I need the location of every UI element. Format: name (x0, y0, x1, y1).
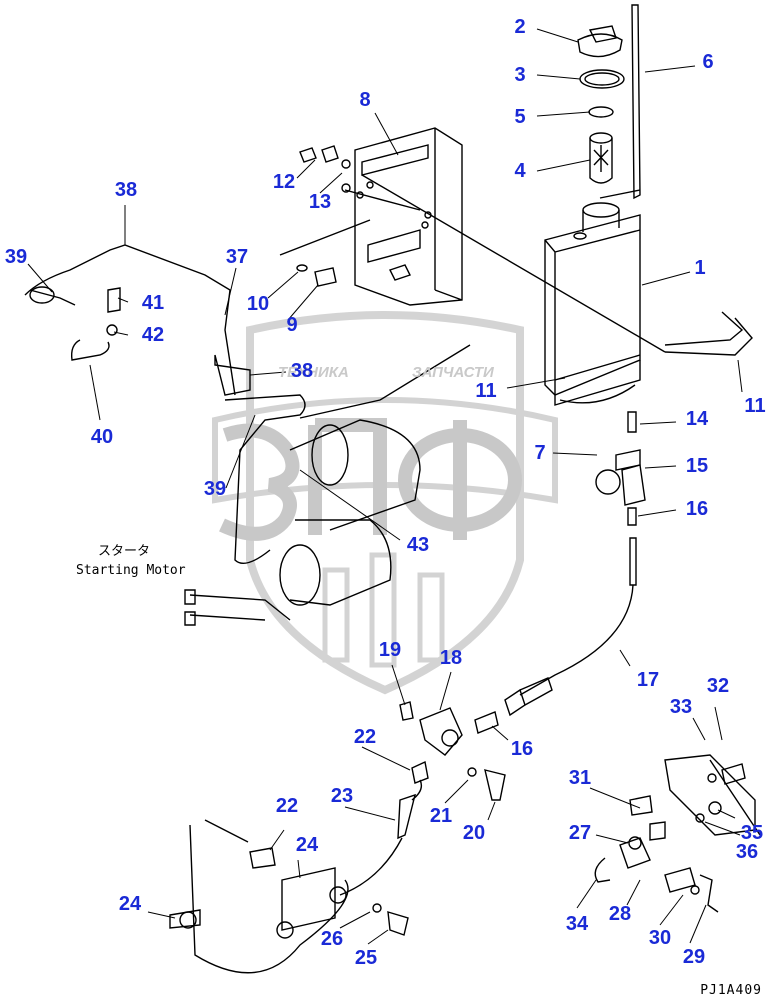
callout-19: 19 (378, 639, 402, 661)
drawing-code: PJ1A409 (700, 983, 762, 998)
watermark-text-left: ТЕХНИКА (278, 364, 349, 381)
starter-caption-jp: スタータ (98, 544, 151, 559)
callout-30: 30 (648, 927, 672, 949)
callout-8: 8 (359, 89, 371, 111)
callout-2: 2 (514, 16, 526, 38)
callout-43: 43 (406, 534, 430, 556)
callout-10: 10 (246, 293, 270, 315)
callout-7: 7 (534, 442, 546, 464)
callout-31: 31 (568, 767, 592, 789)
callout-16-mid: 16 (510, 738, 534, 760)
leader-lines (27, 28, 743, 945)
callout-16-right: 16 (685, 498, 709, 520)
callout-28: 28 (608, 903, 632, 925)
callout-37: 37 (225, 246, 249, 268)
callout-35: 35 (740, 822, 764, 844)
tank-neck (582, 202, 620, 218)
callout-38-top: 38 (114, 179, 138, 201)
callout-22-mid: 22 (353, 726, 377, 748)
wire-harness (24, 244, 236, 396)
plate-31 (664, 754, 756, 836)
callout-39-top: 39 (4, 246, 28, 268)
callout-3: 3 (514, 64, 526, 86)
callout-34: 34 (565, 913, 589, 935)
callout-33: 33 (669, 696, 693, 718)
callout-21: 21 (429, 805, 453, 827)
callout-18: 18 (439, 647, 463, 669)
callout-25: 25 (354, 947, 378, 969)
plate-24 (281, 867, 336, 931)
callout-26: 26 (320, 928, 344, 950)
starting-motor (289, 419, 421, 531)
callout-20: 20 (462, 822, 486, 844)
pipe-23 (397, 793, 416, 840)
callout-42: 42 (141, 324, 165, 346)
callout-11-left: 11 (475, 380, 497, 402)
callout-13: 13 (308, 191, 332, 213)
callout-9: 9 (286, 314, 298, 336)
callout-24-right: 24 (295, 834, 319, 856)
callout-15: 15 (685, 455, 709, 477)
callout-11-right: 11 (744, 395, 766, 417)
callout-22-bottom: 22 (275, 795, 299, 817)
watermark-text-right: ЗАПЧАСТИ (412, 364, 494, 381)
callout-6: 6 (702, 51, 714, 73)
callout-12: 12 (272, 171, 296, 193)
strainer (589, 138, 613, 184)
valve-knob (595, 469, 621, 495)
callout-24-left: 24 (118, 893, 142, 915)
callout-36: 36 (735, 841, 759, 863)
callout-17: 17 (636, 669, 660, 691)
callout-40: 40 (90, 426, 114, 448)
drawing-strokes (24, 4, 761, 974)
tank-strap (361, 174, 666, 353)
callout-1: 1 (694, 257, 706, 279)
drain-hose (629, 537, 637, 586)
callout-5: 5 (514, 106, 526, 128)
watermark-logo (219, 418, 522, 541)
starter-caption-en: Starting Motor (76, 563, 186, 578)
dipstick (631, 4, 641, 200)
callout-14: 14 (685, 408, 709, 430)
tank-body (544, 214, 641, 396)
callout-38-mid: 38 (290, 360, 314, 382)
callout-32: 32 (706, 675, 730, 697)
fitting-27 (619, 837, 651, 869)
bracket (354, 127, 463, 306)
callout-41: 41 (141, 292, 165, 314)
callout-27: 27 (568, 822, 592, 844)
callout-39-mid: 39 (203, 478, 227, 500)
callout-4: 4 (514, 160, 526, 182)
tank-cap (577, 33, 623, 58)
callout-23: 23 (330, 785, 354, 807)
callout-29: 29 (682, 946, 706, 968)
